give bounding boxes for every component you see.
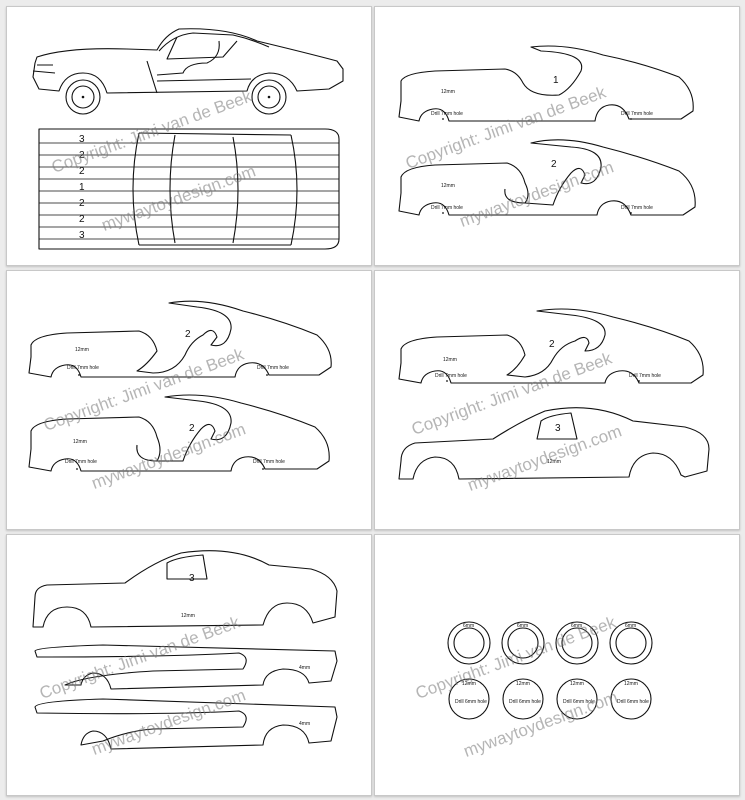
strip-number: 3 [79,134,85,145]
drill-hole-label: Drill 7mm hole [629,373,661,379]
tyres-row: 6mm 6mm 6mm 6mm [447,621,653,665]
tyre: 6mm [447,621,491,665]
part-number: 3 [555,423,561,434]
strip-number: 2 [79,214,85,225]
strip-number: 2 [79,166,85,177]
drill-hole-mark [630,212,632,214]
part-number: 2 [549,339,555,350]
sheet-parts-1-2: 1 12mm Drill 7mm hole Drill 7mm hole 2 1… [374,6,740,266]
side-strip-1: 4mm [34,644,338,690]
part-2-piece-b: 2 12mm Drill 7mm hole Drill 7mm hole [28,394,330,472]
drill-hole-mark [630,118,632,120]
rim: 12mm Drill 6mm hole [448,678,490,720]
rim-thickness-label: 12mm [570,681,584,687]
parts-drawing: 2 12mm Drill 7mm hole Drill 7mm hole 2 1… [28,300,332,472]
sheet-parts-2b-3: 2 12mm Drill 7mm hole Drill 7mm hole 3 1… [374,270,740,530]
drill-hole-label: Drill 7mm hole [431,205,463,211]
thickness-label: 12mm [547,459,561,465]
parts-drawing: 3 12mm 4mm 4mm [32,550,338,750]
strip-number: 2 [79,198,85,209]
side-strip-2: 4mm [34,698,338,750]
rim-thickness-label: 12mm [516,681,530,687]
car-top-view [38,128,340,250]
drill-hole-mark [442,118,444,120]
rims-row: 12mm Drill 6mm hole 12mm Drill 6mm hole … [448,678,652,720]
part-number: 2 [189,423,195,434]
drill-hole-mark [446,380,448,382]
tyre: 6mm [609,621,653,665]
thickness-label: 4mm [299,721,310,727]
sheet-part-3-strips: 3 12mm 4mm 4mm Copyright: Jimi van de Be… [6,534,372,796]
drill-hole-label: Drill 7mm hole [257,365,289,371]
rim: 12mm Drill 6mm hole [610,678,652,720]
drill-hole-mark [76,468,78,470]
thickness-label: 12mm [75,347,89,353]
drill-hole-label: Drill 7mm hole [67,365,99,371]
rim: 12mm Drill 6mm hole [556,678,598,720]
tyre-label: 6mm [571,623,582,629]
strip-number-labels: 3 2 2 1 2 2 3 [79,134,85,241]
parts-drawing: 1 12mm Drill 7mm hole Drill 7mm hole 2 1… [398,45,696,216]
rim: 12mm Drill 6mm hole [502,678,544,720]
thickness-label: 12mm [181,613,195,619]
rim-hole-label: Drill 6mm hole [563,699,595,705]
sheet-wheels: 6mm 6mm 6mm 6mm 12mm Drill 6mm hole [374,534,740,796]
car-side-view [32,28,344,115]
parts-drawing: 2 12mm Drill 7mm hole Drill 7mm hole 3 1… [398,308,710,480]
drill-hole-label: Drill 7mm hole [65,459,97,465]
drill-hole-mark [638,380,640,382]
tyre: 6mm [555,621,599,665]
rim-thickness-label: 12mm [462,681,476,687]
part-number: 2 [185,329,191,340]
wheels-drawing: 6mm 6mm 6mm 6mm 12mm Drill 6mm hole [447,621,653,720]
part-number: 1 [553,75,559,86]
drill-hole-mark [262,468,264,470]
part-2-piece-a: 2 12mm Drill 7mm hole Drill 7mm hole [28,300,332,378]
thickness-label: 12mm [441,89,455,95]
rim-hole-label: Drill 6mm hole [509,699,541,705]
sheet-parts-2a: 2 12mm Drill 7mm hole Drill 7mm hole 2 1… [6,270,372,530]
strip-number: 1 [79,182,85,193]
drill-hole-mark [442,212,444,214]
part-3-body: 3 12mm [32,550,338,628]
drill-hole-mark [78,374,80,376]
strip-number: 3 [79,230,85,241]
part-number: 3 [189,573,195,584]
drill-hole-label: Drill 7mm hole [431,111,463,117]
rim-hole-label: Drill 6mm hole [617,699,649,705]
drill-hole-label: Drill 7mm hole [253,459,285,465]
tyre-label: 6mm [625,623,636,629]
rim-hole-label: Drill 6mm hole [455,699,487,705]
thickness-label: 12mm [443,357,457,363]
drill-hole-label: Drill 7mm hole [621,111,653,117]
tyre-label: 6mm [517,623,528,629]
sheet-assembly: 3 2 2 1 2 2 3 Copyright: Jimi van de Bee… [6,6,372,266]
assembly-drawing: 3 2 2 1 2 2 3 [32,28,344,250]
drill-hole-label: Drill 7mm hole [621,205,653,211]
thickness-label: 12mm [73,439,87,445]
part-1: 1 12mm Drill 7mm hole Drill 7mm hole [398,45,694,122]
thickness-label: 4mm [299,665,310,671]
thickness-label: 12mm [441,183,455,189]
part-number: 2 [551,159,557,170]
part-2-piece: 2 12mm Drill 7mm hole Drill 7mm hole [398,308,704,384]
tyre: 6mm [501,621,545,665]
part-3: 3 12mm [398,407,710,480]
tyre-label: 6mm [463,623,474,629]
drill-hole-label: Drill 7mm hole [435,373,467,379]
drill-hole-mark [266,374,268,376]
strip-number: 2 [79,150,85,161]
part-2: 2 12mm Drill 7mm hole Drill 7mm hole [398,139,696,216]
rim-thickness-label: 12mm [624,681,638,687]
